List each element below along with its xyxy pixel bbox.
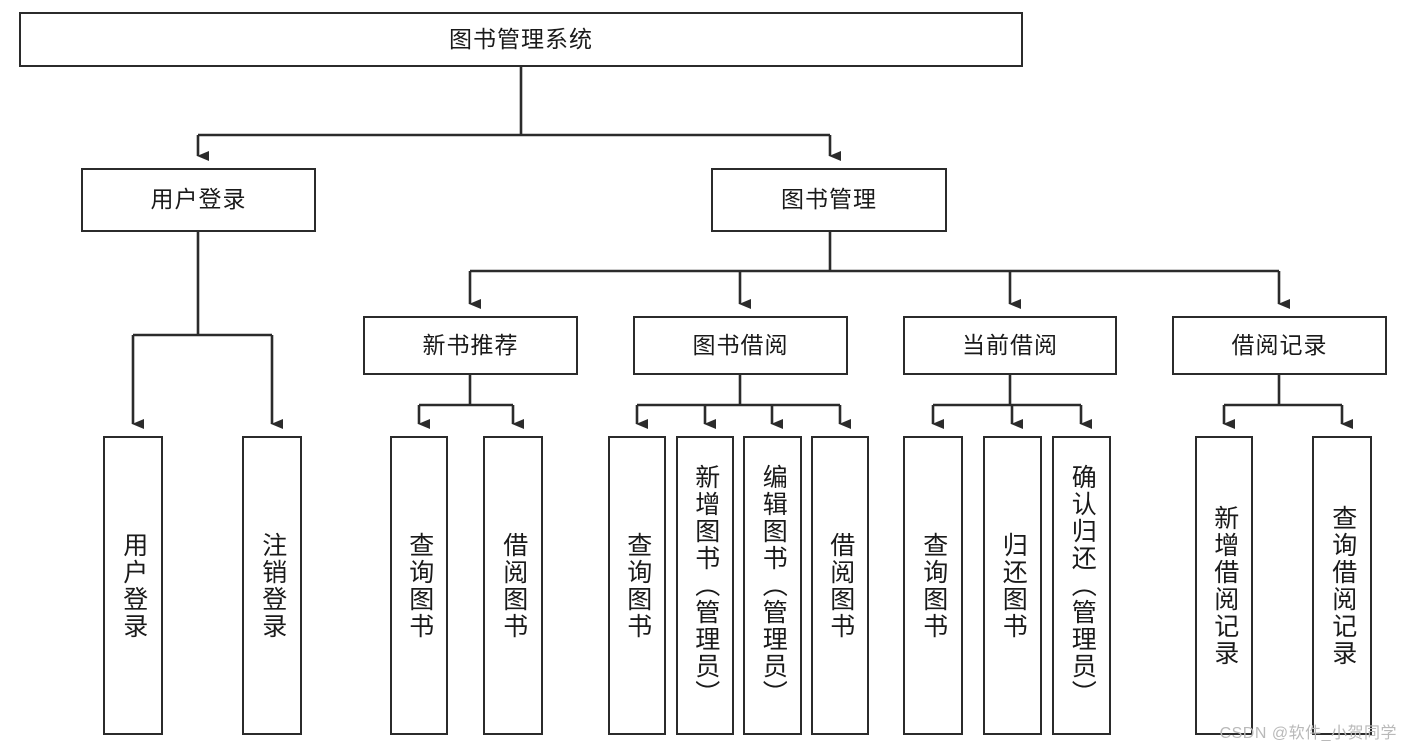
node-book-borrow-label: 图书借阅 (692, 331, 789, 358)
node-leaf-query-book-1[interactable]: 查询图书 (390, 436, 448, 735)
node-leaf-borrow-book-2[interactable]: 借阅图书 (811, 436, 869, 735)
node-leaf-user-logout[interactable]: 注销登录 (242, 436, 302, 735)
node-leaf-query-book-3-label: 查询图书 (919, 531, 948, 640)
node-root-label: 图书管理系统 (449, 25, 593, 52)
node-leaf-add-record-label: 新增借阅记录 (1210, 504, 1239, 667)
node-leaf-edit-book[interactable]: 编辑图书（管理员） (743, 436, 802, 735)
node-leaf-user-login[interactable]: 用户登录 (103, 436, 163, 735)
node-leaf-borrow-book-2-label: 借阅图书 (826, 531, 855, 640)
node-borrow-record-label: 借阅记录 (1231, 331, 1328, 358)
node-leaf-return-book-label: 归还图书 (999, 531, 1028, 640)
node-leaf-add-record[interactable]: 新增借阅记录 (1195, 436, 1253, 735)
node-leaf-add-book-label: 新增图书（管理员） (691, 464, 720, 707)
node-leaf-query-record-label: 查询借阅记录 (1328, 504, 1357, 667)
node-leaf-return-book[interactable]: 归还图书 (983, 436, 1042, 735)
node-leaf-confirm-return[interactable]: 确认归还（管理员） (1052, 436, 1111, 735)
node-current-borrow-label: 当前借阅 (962, 331, 1058, 358)
node-leaf-borrow-book-1[interactable]: 借阅图书 (483, 436, 543, 735)
node-leaf-add-book[interactable]: 新增图书（管理员） (676, 436, 734, 735)
node-leaf-user-logout-label: 注销登录 (258, 531, 287, 640)
node-leaf-borrow-book-1-label: 借阅图书 (499, 531, 528, 640)
node-user-login[interactable]: 用户登录 (81, 168, 316, 232)
node-book-borrow[interactable]: 图书借阅 (633, 316, 848, 375)
node-book-manage[interactable]: 图书管理 (711, 168, 947, 232)
node-leaf-edit-book-label: 编辑图书（管理员） (759, 464, 788, 707)
node-leaf-query-book-3[interactable]: 查询图书 (903, 436, 963, 735)
node-leaf-query-book-1-label: 查询图书 (405, 531, 434, 640)
node-leaf-query-book-2[interactable]: 查询图书 (608, 436, 666, 735)
node-current-borrow[interactable]: 当前借阅 (903, 316, 1117, 375)
node-book-manage-label: 图书管理 (781, 186, 877, 213)
node-leaf-query-book-2-label: 查询图书 (623, 531, 652, 640)
node-borrow-record[interactable]: 借阅记录 (1172, 316, 1387, 375)
node-new-book-recommend-label: 新书推荐 (422, 331, 519, 358)
node-new-book-recommend[interactable]: 新书推荐 (363, 316, 578, 375)
node-root[interactable]: 图书管理系统 (19, 12, 1023, 67)
node-leaf-query-record[interactable]: 查询借阅记录 (1312, 436, 1372, 735)
node-leaf-confirm-return-label: 确认归还（管理员） (1068, 464, 1097, 707)
node-user-login-label: 用户登录 (150, 186, 247, 213)
node-leaf-user-login-label: 用户登录 (119, 531, 148, 640)
